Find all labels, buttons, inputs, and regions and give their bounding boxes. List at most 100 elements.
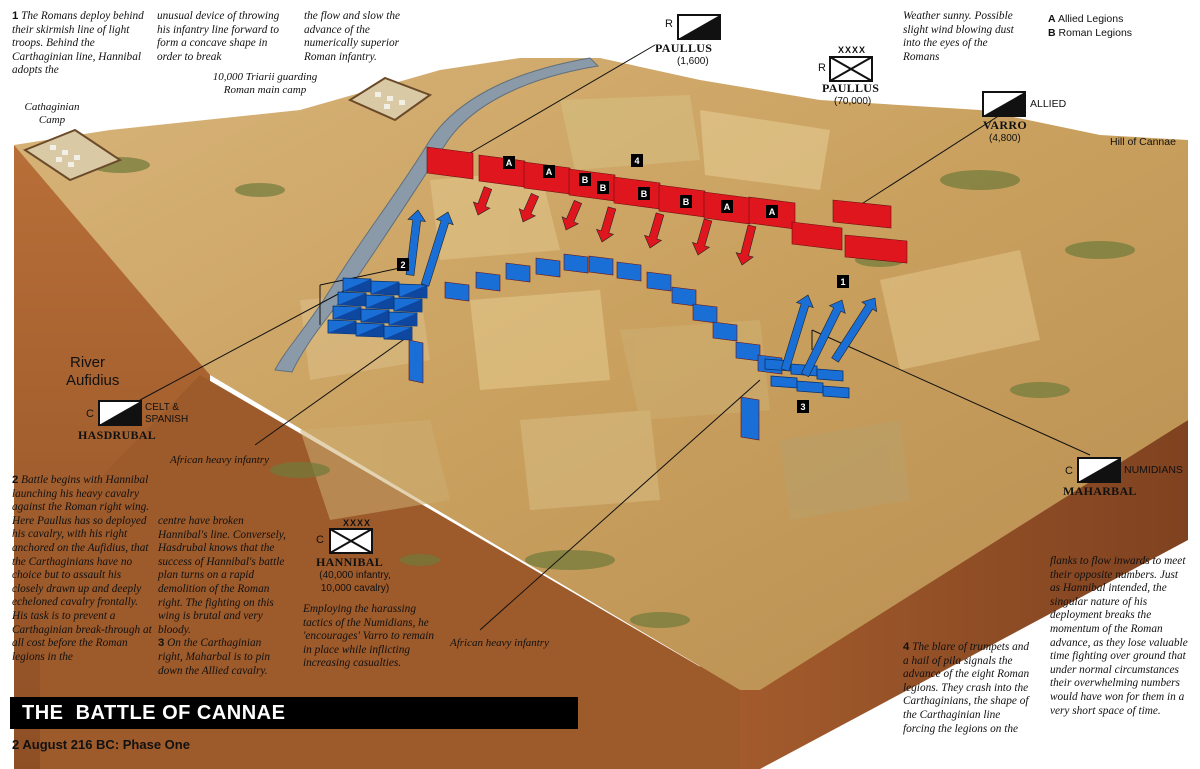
block-letter: A bbox=[769, 207, 776, 217]
cavalry-shading bbox=[389, 313, 417, 326]
cavalry-shading bbox=[343, 279, 371, 292]
roman-advance-arrow bbox=[691, 218, 713, 256]
note-4: 4 The blare of trumpets and a hail of pi… bbox=[903, 641, 1031, 736]
cavalry-shading bbox=[356, 324, 384, 337]
carthaginian-infantry-block bbox=[671, 286, 697, 307]
varro-cavalry-symbol-icon bbox=[982, 91, 1026, 117]
roman-advance-arrow bbox=[735, 224, 757, 266]
carthaginian-infantry-block bbox=[475, 271, 501, 292]
cavalry-shading bbox=[366, 296, 394, 309]
varro-strength: (4,800) bbox=[989, 133, 1021, 144]
hannibal-size: XXXX bbox=[343, 518, 372, 528]
note-1: 1 The Romans deploy behind their skirmis… bbox=[12, 10, 148, 78]
note-2-text: Battle begins with Hannibal launching hi… bbox=[12, 474, 152, 663]
carthaginian-infantry-block bbox=[692, 303, 718, 324]
map-title: THE BATTLE OF CANNAE bbox=[22, 702, 286, 724]
paullus-inf-name: PAULLUS bbox=[822, 81, 880, 95]
block-letter: A bbox=[546, 167, 553, 177]
cliff-right bbox=[740, 420, 1188, 769]
cliff-front bbox=[40, 375, 740, 769]
roman-advance-arrow bbox=[561, 200, 583, 231]
note-3-text: On the Carthaginian right, Maharbal is t… bbox=[158, 637, 271, 677]
cavalry-shading bbox=[394, 299, 422, 312]
phase-marker: 1 bbox=[840, 277, 845, 287]
maharbal-name: MAHARBAL bbox=[1063, 484, 1137, 498]
note-1-text: The Romans deploy behind their skirmish … bbox=[12, 10, 144, 77]
roman-legion-block bbox=[478, 154, 526, 188]
african-infantry-block bbox=[408, 339, 424, 384]
label-hill-of-cannae: Hill of Cannae bbox=[1110, 136, 1176, 148]
label-carthaginian-camp: Cathaginian Camp bbox=[24, 101, 80, 126]
paullus-cav-side: R bbox=[665, 18, 673, 30]
roman-legion-block bbox=[613, 176, 661, 210]
block-letter: B bbox=[600, 183, 607, 193]
carthaginian-cavalry-arrow bbox=[801, 299, 846, 378]
carthaginian-infantry-block bbox=[563, 253, 589, 274]
roman-cavalry-block bbox=[791, 221, 843, 251]
block-letter: A bbox=[506, 158, 513, 168]
hannibal-infantry-symbol-icon bbox=[329, 528, 373, 554]
label-triarii: 10,000 Triarii guarding Roman main camp bbox=[212, 71, 318, 96]
note-2-continued: centre have broken Hannibal's line. Conv… bbox=[158, 515, 288, 678]
weather-note: Weather sunny. Possible slight wind blow… bbox=[903, 10, 1014, 63]
carthaginian-infantry-block bbox=[712, 321, 738, 342]
cavalry-shading bbox=[338, 293, 366, 306]
block-letter-box bbox=[543, 165, 555, 178]
block-letter: B bbox=[683, 197, 690, 207]
carthaginian-infantry-block bbox=[735, 341, 761, 362]
roman-advance-arrow bbox=[596, 206, 617, 243]
carthaginian-infantry-block bbox=[535, 257, 561, 278]
cavalry-shading bbox=[333, 307, 361, 320]
note-1-number: 1 bbox=[12, 10, 19, 22]
roman-legion-block bbox=[426, 146, 474, 180]
phase-marker: 2 bbox=[400, 260, 405, 270]
block-letter-box bbox=[579, 173, 591, 186]
hasdrubal-type: CELT & SPANISH bbox=[145, 402, 189, 425]
numidian-cavalry-block bbox=[816, 368, 844, 382]
roman-advance-arrow bbox=[644, 212, 665, 249]
varro-name: VARRO bbox=[983, 118, 1027, 132]
leader-lines bbox=[139, 44, 1091, 631]
paullus-inf-side: R bbox=[818, 62, 826, 74]
phase-marker: 4 bbox=[634, 156, 639, 166]
legend-allied: A Allied Legions bbox=[1048, 13, 1124, 25]
hasdrubal-side: C bbox=[86, 408, 94, 420]
note-4-text: The blare of trumpets and a hail of pila… bbox=[903, 641, 1030, 735]
note-1-end: the flow and slow the advance of the num… bbox=[304, 10, 401, 63]
carthaginian-infantry-block bbox=[646, 271, 672, 292]
hannibal-name: HANNIBAL bbox=[316, 555, 384, 569]
carthaginian-cavalry-arrow bbox=[420, 211, 454, 287]
block-letter: B bbox=[582, 175, 589, 185]
note-2-continued-text: centre have broken Hannibal's line. Conv… bbox=[158, 515, 286, 636]
cavalry-shading bbox=[384, 327, 412, 340]
maharbal-side: C bbox=[1065, 465, 1073, 477]
note-3-number: 3 bbox=[158, 637, 165, 650]
note-4-continued: flanks to flow inwards to meet their opp… bbox=[1050, 555, 1188, 717]
paullus-inf-strength: (70,000) bbox=[834, 96, 872, 107]
legend: A Allied Legions B Roman Legions bbox=[1048, 12, 1132, 40]
phase-marker-box bbox=[397, 258, 409, 271]
river-aufidius bbox=[274, 57, 600, 373]
carthaginian-infantry-block bbox=[616, 261, 642, 282]
numidian-cavalry-block bbox=[822, 385, 850, 399]
block-letter-box bbox=[503, 156, 515, 169]
cavalry-symbol-icon bbox=[677, 14, 721, 40]
carthaginian-infantry-block bbox=[444, 281, 470, 302]
phase-marker-box bbox=[837, 275, 849, 288]
infantry-symbol-icon bbox=[829, 56, 873, 82]
varro-type: ALLIED bbox=[1030, 98, 1067, 110]
legend-roman: B Roman Legions bbox=[1048, 27, 1133, 39]
map-subtitle: 2 August 216 BC: Phase One bbox=[12, 737, 190, 752]
roman-advance-arrow bbox=[472, 186, 493, 216]
cavalry-shading bbox=[361, 310, 389, 323]
african-infantry-block bbox=[740, 396, 760, 441]
paullus-cav-name: PAULLUS bbox=[655, 41, 713, 55]
roman-cavalry-block bbox=[832, 199, 892, 229]
carthaginian-cavalry-arrow bbox=[831, 297, 878, 363]
carthaginian-infantry-block bbox=[505, 262, 531, 283]
carthaginian-camp bbox=[22, 128, 123, 182]
block-letter-box bbox=[766, 205, 778, 218]
roman-advance-arrow bbox=[518, 192, 540, 223]
block-letter: A bbox=[724, 202, 731, 212]
